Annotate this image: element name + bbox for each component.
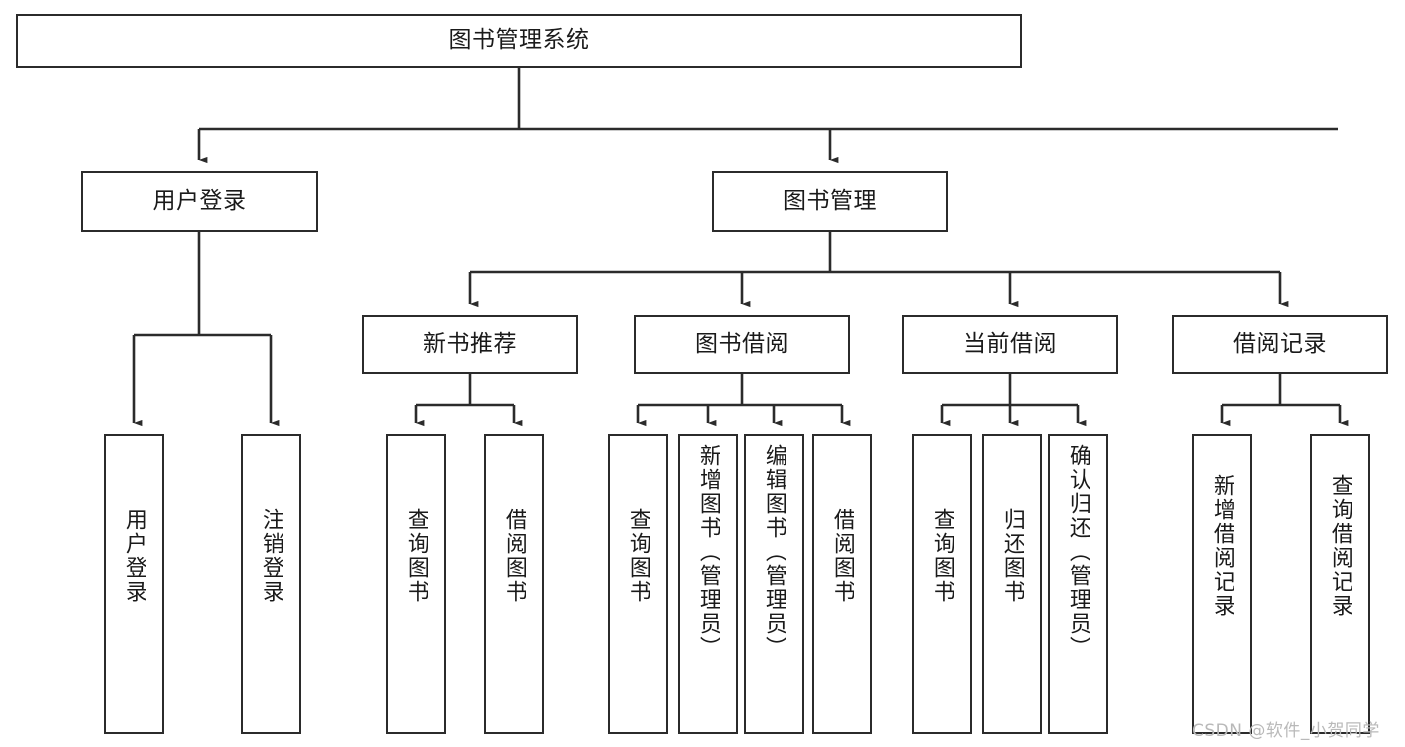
node-label: 用户登录 [152, 187, 247, 214]
leaf-confirm-return-admin[interactable]: 确认归还（管理员） [1048, 434, 1108, 734]
leaf-edit-book-admin[interactable]: 编辑图书（管理员） [744, 434, 804, 734]
node-current-borrow[interactable]: 当前借阅 [902, 315, 1118, 374]
node-label: 归还图书 [1000, 508, 1024, 604]
node-new-book-recommend[interactable]: 新书推荐 [362, 315, 578, 374]
leaf-query-borrow-record[interactable]: 查询借阅记录 [1310, 434, 1370, 734]
leaf-query-book-recommend[interactable]: 查询图书 [386, 434, 446, 734]
leaf-user-login[interactable]: 用户登录 [104, 434, 164, 734]
leaf-logout[interactable]: 注销登录 [241, 434, 301, 734]
node-label: 确认归还（管理员） [1066, 444, 1090, 660]
leaf-borrow-book-borrow[interactable]: 借阅图书 [812, 434, 872, 734]
node-label: 新增借阅记录 [1210, 474, 1234, 618]
leaf-query-book-borrow[interactable]: 查询图书 [608, 434, 668, 734]
node-label: 查询图书 [404, 508, 428, 604]
node-label: 编辑图书（管理员） [762, 444, 786, 660]
node-label: 新增图书（管理员） [696, 444, 720, 660]
node-user-login[interactable]: 用户登录 [81, 171, 318, 232]
node-label: 图书管理系统 [448, 27, 590, 54]
leaf-add-book-admin[interactable]: 新增图书（管理员） [678, 434, 738, 734]
csdn-watermark: CSDN @软件_小贺同学 [1192, 721, 1380, 741]
node-label: 借阅图书 [502, 508, 526, 604]
node-root-book-management-system[interactable]: 图书管理系统 [16, 14, 1022, 68]
node-book-management[interactable]: 图书管理 [712, 171, 948, 232]
leaf-query-book-current[interactable]: 查询图书 [912, 434, 972, 734]
node-label: 注销登录 [259, 508, 283, 604]
node-label: 查询借阅记录 [1328, 474, 1352, 618]
node-label: 查询图书 [930, 508, 954, 604]
node-borrow-record[interactable]: 借阅记录 [1172, 315, 1388, 374]
leaf-return-book[interactable]: 归还图书 [982, 434, 1042, 734]
node-label: 图书借阅 [695, 330, 789, 357]
node-label: 查询图书 [626, 508, 650, 604]
node-label: 借阅记录 [1233, 330, 1327, 357]
node-label: 当前借阅 [963, 330, 1057, 357]
node-label: 新书推荐 [423, 330, 517, 357]
leaf-borrow-book-recommend[interactable]: 借阅图书 [484, 434, 544, 734]
node-book-borrow[interactable]: 图书借阅 [634, 315, 850, 374]
node-label: 借阅图书 [830, 508, 854, 604]
node-label: 用户登录 [122, 508, 146, 604]
leaf-add-borrow-record[interactable]: 新增借阅记录 [1192, 434, 1252, 734]
node-label: 图书管理 [783, 187, 877, 214]
